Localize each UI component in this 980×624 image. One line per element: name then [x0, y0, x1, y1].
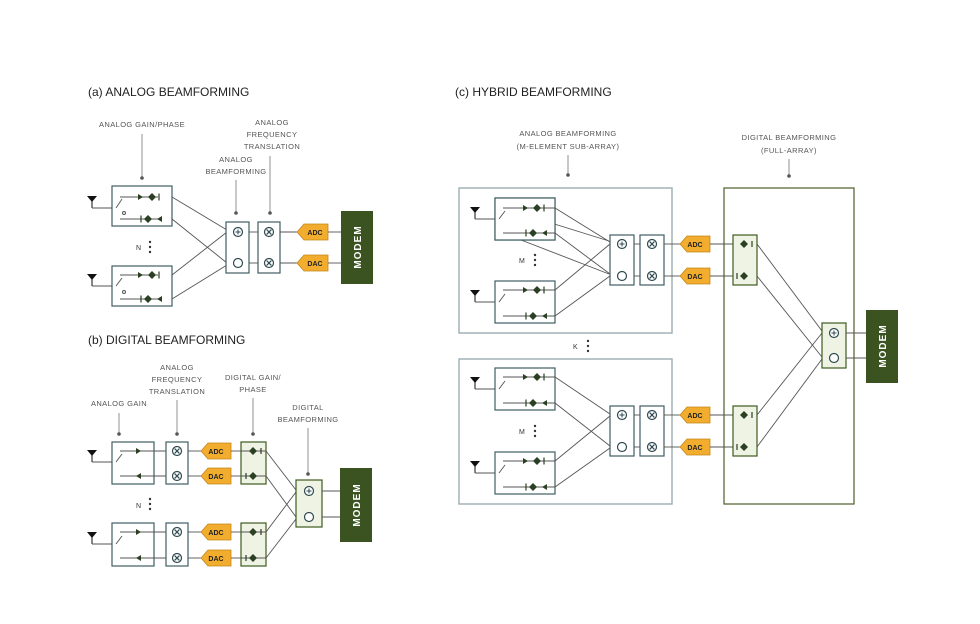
label-freq-a1: ANALOG [255, 118, 289, 127]
label-freq-b2: FREQUENCY [152, 375, 203, 384]
modem-label-b: MODEM [352, 483, 363, 526]
label-freq-a3: TRANSLATION [244, 142, 300, 151]
label-dbf-1: DIGITAL [292, 403, 323, 412]
hybrid-title: (c) HYBRID BEAMFORMING [455, 85, 612, 99]
analog-title: (a) ANALOG BEAMFORMING [88, 85, 249, 99]
dac-label-a: DAC [307, 261, 322, 268]
modem-c [866, 310, 898, 383]
label-analog-gain: ANALOG GAIN [91, 399, 147, 408]
modem-b [340, 468, 372, 542]
label-freq-b1: ANALOG [160, 363, 194, 372]
dac-label-c1: DAC [687, 274, 702, 281]
dac-label-c2: DAC [687, 445, 702, 452]
label-abf-2: BEAMFORMING [205, 167, 266, 176]
label-c-dbf-2: (FULL-ARRAY) [761, 146, 817, 155]
label-c-abf-1: ANALOG BEAMFORMING [519, 129, 616, 138]
adc-label-c1: ADC [687, 242, 702, 249]
label-dbf-2: BEAMFORMING [277, 415, 338, 424]
modem-label-c: MODEM [878, 324, 889, 367]
label-abf-1: ANALOG [219, 155, 253, 164]
label-dgain-2: PHASE [239, 385, 266, 394]
label-c-dbf-1: DIGITAL BEAMFORMING [742, 133, 837, 142]
analog-freq-block [257, 221, 281, 274]
subarray-group-bottom [458, 358, 673, 505]
digital-element-bottom [86, 522, 267, 567]
label-analog-gain-phase: ANALOG GAIN/PHASE [99, 120, 185, 129]
full-array-group [723, 187, 855, 505]
adc-label-b1: ADC [208, 449, 223, 456]
modem-label-a: MODEM [353, 225, 364, 268]
digital-title: (b) DIGITAL BEAMFORMING [88, 333, 245, 347]
label-freq-a2: FREQUENCY [247, 130, 298, 139]
subarray-group-top [458, 187, 673, 334]
modem-a [341, 211, 373, 284]
dac-label-b1: DAC [208, 474, 223, 481]
label-c-abf-2: (M-ELEMENT SUB-ARRAY) [517, 142, 620, 151]
analog-element-bottom [86, 265, 173, 307]
dac-label-b2: DAC [208, 556, 223, 563]
adc-label-b2: ADC [208, 530, 223, 537]
count-n-b: N [136, 503, 141, 510]
count-n-a: N [136, 245, 141, 252]
digital-element-top [86, 441, 267, 485]
analog-element-top [86, 185, 173, 227]
adc-label-a: ADC [307, 230, 322, 237]
count-k: K [573, 344, 578, 351]
label-freq-b3: TRANSLATION [149, 387, 205, 396]
adc-label-c2: ADC [687, 413, 702, 420]
label-dgain-1: DIGITAL GAIN/ [225, 373, 282, 382]
count-m-bottom: M [519, 429, 525, 436]
count-m-top: M [519, 258, 525, 265]
hybrid-subarray-top [469, 197, 758, 324]
analog-combiner-block [225, 221, 250, 274]
hybrid-subarray-bottom [469, 367, 758, 495]
